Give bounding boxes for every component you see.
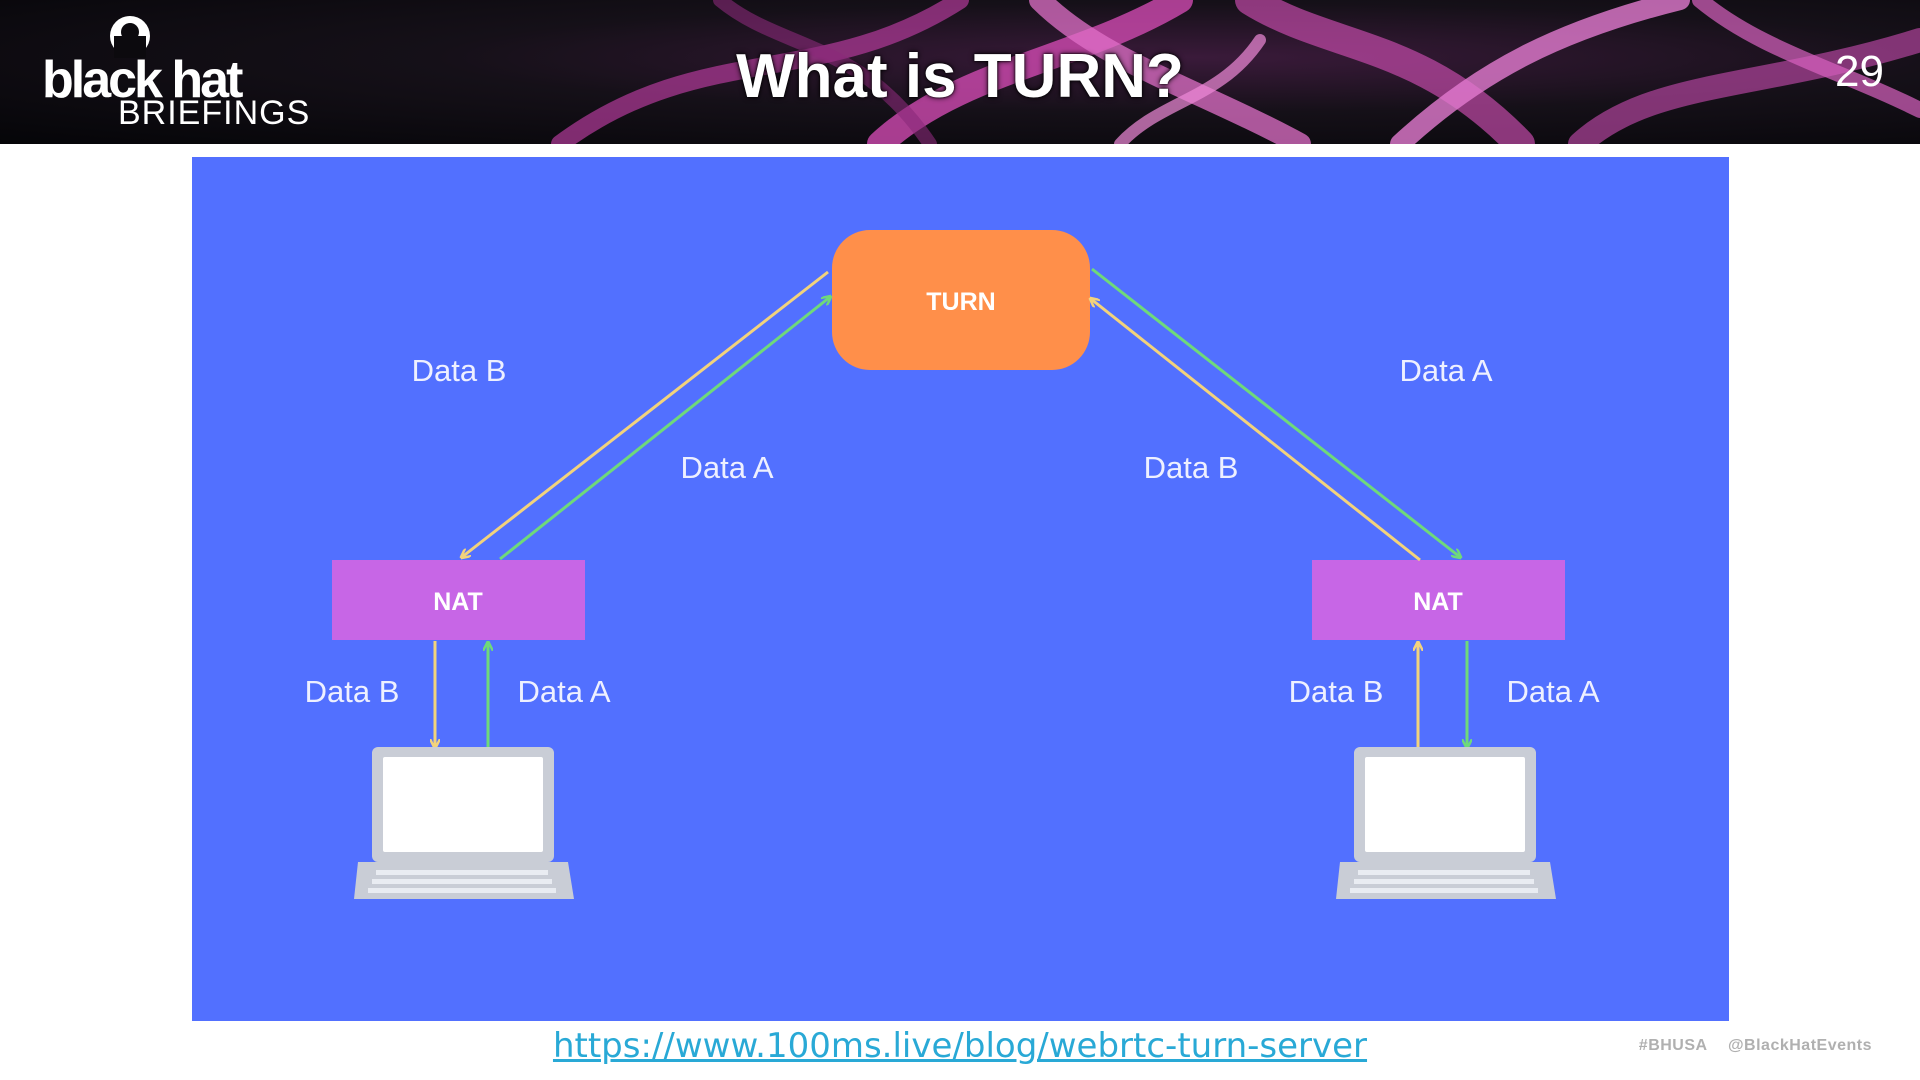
footer-handle: @BlackHatEvents [1727,1037,1872,1054]
left-nat-label: NAT [433,588,483,616]
arrow-turn-to-right-nat-data-a [1091,267,1460,557]
logo-subtitle: BRIEFINGS [118,94,311,132]
blackhat-logo: black hat BRIEFINGS [40,14,310,132]
label-right-lower-data-a: Data A [1506,674,1599,709]
turn-diagram: TURN NAT NAT Data B Data A Data B Data A… [192,157,1729,1021]
left-nat-node: NAT [332,560,585,640]
page-number: 29 [1835,47,1884,96]
footer-tags: #BHUSA @BlackHatEvents [1623,1037,1872,1055]
arrow-turn-to-left-nat-data-b [462,270,829,557]
label-right-upper-data-a: Data A [1399,353,1492,388]
header-background-art [551,0,1920,144]
diagram-canvas: TURN NAT NAT Data B Data A Data B Data A… [305,230,1600,899]
turn-server-node: TURN [832,230,1090,370]
label-left-lower-data-a: Data A [517,674,610,709]
turn-label: TURN [926,288,995,316]
slide-header: black hat BRIEFINGS What is TURN? 29 [0,0,1920,144]
right-laptop-icon [1336,747,1556,899]
left-laptop-icon [354,747,574,899]
right-nat-node: NAT [1312,560,1565,640]
logo-wordmark: black hat [42,51,243,109]
label-left-lower-data-b: Data B [305,674,400,709]
label-left-upper-data-a: Data A [680,450,773,485]
source-url-link[interactable]: https://www.100ms.live/blog/webrtc-turn-… [552,1026,1368,1066]
right-nat-label: NAT [1413,588,1463,616]
arrow-right-nat-to-turn-data-b [1091,299,1421,562]
label-left-upper-data-b: Data B [412,353,507,388]
footer-hashtag: #BHUSA [1638,1037,1707,1054]
label-right-lower-data-b: Data B [1289,674,1384,709]
label-right-upper-data-b: Data B [1144,450,1239,485]
hat-icon [110,16,150,58]
arrow-left-nat-to-turn-data-a [499,297,830,561]
slide-title: What is TURN? [736,42,1184,111]
